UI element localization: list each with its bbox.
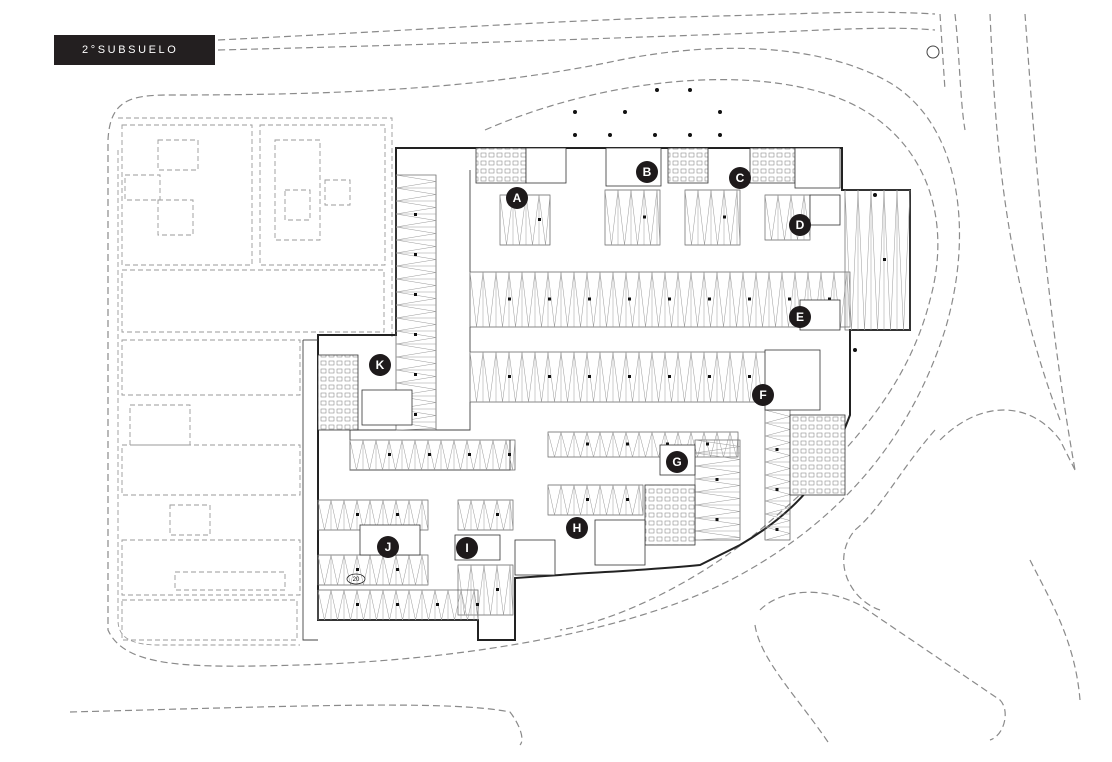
core-marker-letter: D [796, 218, 805, 232]
core-marker-letter: K [376, 358, 385, 372]
stall-band [317, 554, 429, 586]
level-badge: 2°SUBSUELO [54, 35, 215, 65]
stall-band [694, 439, 741, 541]
level-label: 2°SUBSUELO [82, 44, 179, 56]
service-rooms [317, 147, 846, 576]
core-marker-letter: F [759, 388, 766, 402]
site-boundary [69, 11, 1081, 746]
core-marker-h: H [566, 517, 588, 539]
parking-number: 20 [353, 577, 360, 583]
core-marker-b: B [636, 161, 658, 183]
core-marker-letter: E [796, 310, 804, 324]
core-marker-letter: C [736, 171, 745, 185]
parking-number-tag: 20 [346, 573, 366, 585]
stall-band [547, 484, 644, 516]
stall-band [684, 189, 741, 246]
stall-band [604, 189, 661, 246]
core-marker-g: G [666, 451, 688, 473]
core-marker-letter: J [385, 540, 392, 554]
core-marker-d: D [789, 214, 811, 236]
core-markers: A B C D E F G H I J K [369, 161, 811, 559]
exterior-columns [573, 88, 877, 352]
core-marker-i: I [456, 537, 478, 559]
stall-band [317, 589, 479, 621]
parking-stalls [317, 174, 911, 621]
core-marker-k: K [369, 354, 391, 376]
core-marker-f: F [752, 384, 774, 406]
core-marker-letter: B [643, 165, 652, 179]
stall-band [844, 189, 911, 331]
core-marker-letter: A [513, 191, 522, 205]
core-marker-letter: H [573, 521, 582, 535]
stall-band [349, 439, 516, 471]
core-marker-a: A [506, 187, 528, 209]
core-marker-letter: I [465, 541, 468, 555]
core-marker-c: C [729, 167, 751, 189]
core-marker-j: J [377, 536, 399, 558]
core-marker-e: E [789, 306, 811, 328]
neighbor-lots [121, 124, 386, 641]
stall-band [457, 499, 514, 531]
stall-band [469, 351, 771, 403]
site-marker-circle [926, 45, 940, 59]
stall-band [395, 174, 437, 431]
core-marker-letter: G [672, 455, 681, 469]
